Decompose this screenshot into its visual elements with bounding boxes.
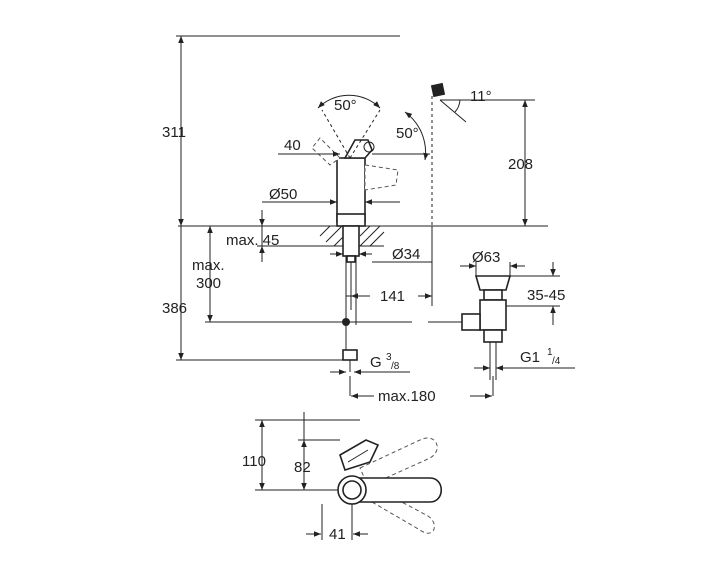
dim-386: 386 — [162, 300, 187, 317]
dim-max-45: max. 45 — [226, 232, 279, 249]
dim-max-180: max.180 — [378, 388, 436, 405]
dim-82: 82 — [294, 459, 311, 476]
dim-thread-g1-num: 1 — [547, 347, 553, 358]
angle-11: 11° — [470, 88, 492, 105]
dim-max-300-label: max. — [192, 257, 225, 274]
dim-thread-g1-den: /4 — [552, 356, 561, 367]
angle-50-a: 50° — [334, 97, 357, 114]
dim-thread-g-num: 3 — [386, 352, 392, 363]
dim-110: 110 — [242, 453, 266, 470]
dim-35-45: 35-45 — [527, 287, 565, 304]
dim-thread-g: G — [370, 354, 382, 371]
dim-208: 208 — [508, 156, 533, 173]
waste-fitting — [461, 275, 512, 380]
dim-41: 41 — [329, 526, 346, 543]
dim-311: 311 — [162, 124, 186, 141]
countertop-hatch — [318, 225, 385, 247]
dim-dia-50: Ø50 — [269, 186, 297, 203]
dim-dia-34: Ø34 — [392, 246, 420, 263]
dim-thread-g1: G1 — [520, 349, 540, 366]
dim-dia-63: Ø63 — [472, 249, 500, 266]
faucet-top-view — [337, 437, 443, 534]
faucet-side-view — [311, 34, 462, 372]
dim-thread-g-den: /8 — [391, 361, 400, 372]
dim-141: 141 — [380, 288, 405, 305]
dim-max-300-value: 300 — [196, 275, 221, 292]
dim-40: 40 — [284, 137, 301, 154]
angle-50-b: 50° — [396, 125, 419, 142]
